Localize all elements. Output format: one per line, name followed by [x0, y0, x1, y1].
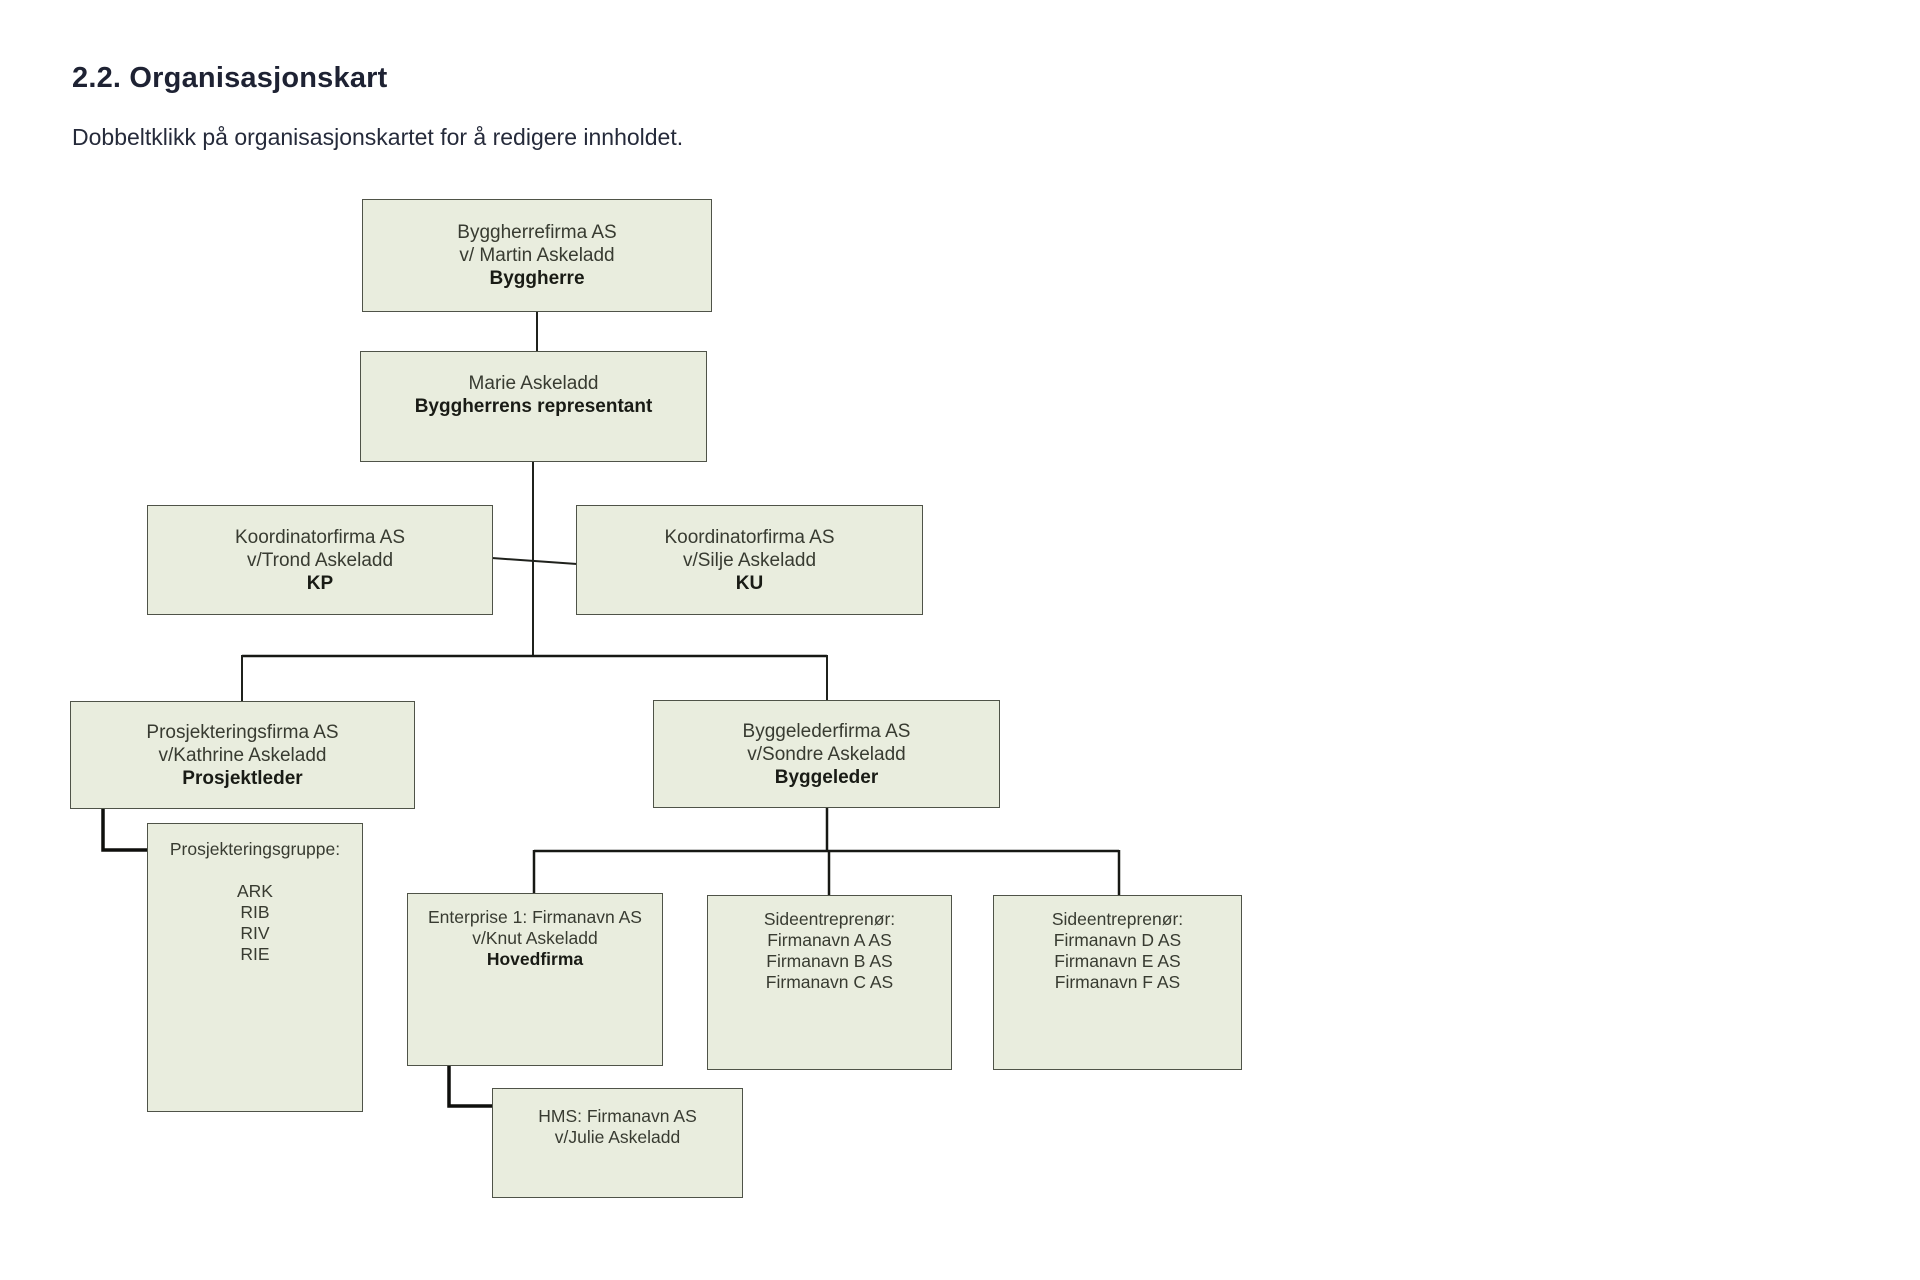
role-line: Byggherrens representant — [414, 396, 653, 417]
group-member-line: RIV — [240, 923, 270, 943]
org-node-byggeleder[interactable]: Byggelederfirma AS v/Sondre Askeladd Byg… — [653, 700, 1000, 808]
role-line: Byggherre — [489, 268, 585, 289]
company-line: Firmanavn C AS — [765, 972, 894, 992]
company-line: Firmanavn F AS — [1054, 972, 1181, 992]
contact-line: Marie Askeladd — [468, 373, 599, 394]
company-line: Firmanavn E AS — [1054, 951, 1181, 971]
role-line: Prosjektleder — [182, 767, 303, 789]
company-line: Firmanavn A AS — [767, 930, 892, 950]
org-node-prosjekteringsgruppe[interactable]: Prosjekteringsgruppe: ARK RIB RIV RIE — [147, 823, 363, 1112]
role-line: KU — [735, 572, 764, 594]
org-node-sideentreprenor-abc[interactable]: Sideentreprenør: Firmanavn A AS Firmanav… — [707, 895, 952, 1070]
role-line: Hovedfirma — [486, 949, 584, 969]
org-node-prosjektleder[interactable]: Prosjekteringsfirma AS v/Kathrine Askela… — [70, 701, 415, 809]
org-node-hms[interactable]: HMS: Firmanavn AS v/Julie Askeladd — [492, 1088, 743, 1198]
company-line: Byggelederfirma AS — [742, 720, 911, 742]
group-member-line: ARK — [237, 881, 273, 901]
contact-line: v/Sondre Askeladd — [747, 743, 906, 765]
contact-line: v/Knut Askeladd — [472, 928, 598, 948]
edit-instruction: Dobbeltklikk på organisasjonskartet for … — [72, 124, 684, 150]
role-line: Byggeleder — [774, 766, 879, 788]
contact-line: v/Julie Askeladd — [554, 1127, 681, 1147]
group-member-line: RIB — [240, 902, 270, 922]
company-line: Koordinatorfirma AS — [664, 526, 835, 548]
company-line: Enterprise 1: Firmanavn AS — [428, 907, 642, 927]
contact-line: v/Kathrine Askeladd — [158, 744, 327, 766]
org-node-byggherre[interactable]: Byggherrefirma AS v/ Martin Askeladd Byg… — [362, 199, 712, 312]
org-node-sideentreprenor-def[interactable]: Sideentreprenør: Firmanavn D AS Firmanav… — [993, 895, 1242, 1070]
company-line: Koordinatorfirma AS — [234, 526, 406, 548]
group-header-line: Sideentreprenør: — [1051, 909, 1184, 929]
contact-line: v/ Martin Askeladd — [459, 245, 615, 266]
org-node-byggherrens-representant[interactable]: Marie Askeladd Byggherrens representant — [360, 351, 707, 462]
role-line: KP — [306, 572, 334, 594]
group-member-line: RIE — [240, 944, 270, 964]
group-header-line: Sideentreprenør: — [763, 909, 896, 929]
contact-line: v/Silje Askeladd — [682, 549, 817, 571]
company-line: Firmanavn B AS — [766, 951, 893, 971]
section-heading: 2.2. Organisasjonskart — [72, 62, 388, 94]
org-node-kp[interactable]: Koordinatorfirma AS v/Trond Askeladd KP — [147, 505, 493, 615]
contact-line: v/Trond Askeladd — [246, 549, 394, 571]
group-header-line: Prosjekteringsgruppe: — [169, 839, 341, 859]
company-line: Prosjekteringsfirma AS — [146, 721, 339, 743]
company-line: Byggherrefirma AS — [457, 222, 617, 243]
company-line: HMS: Firmanavn AS — [538, 1106, 697, 1126]
org-node-hovedfirma[interactable]: Enterprise 1: Firmanavn AS v/Knut Askela… — [407, 893, 663, 1066]
company-line: Firmanavn D AS — [1053, 930, 1182, 950]
org-node-ku[interactable]: Koordinatorfirma AS v/Silje Askeladd KU — [576, 505, 923, 615]
